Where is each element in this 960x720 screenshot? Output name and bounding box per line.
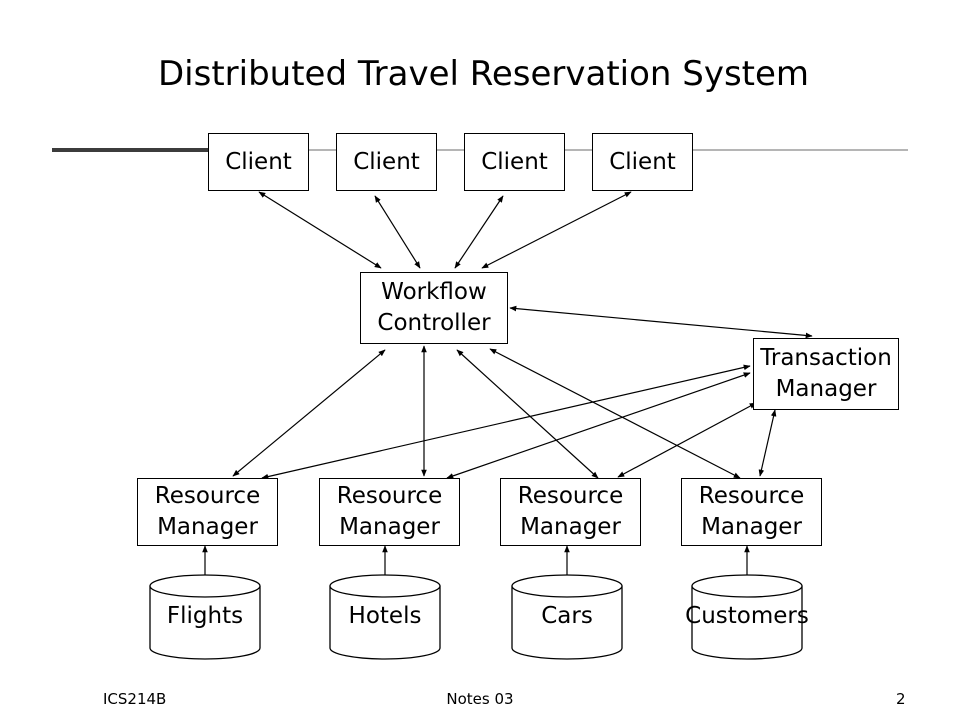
arrow-workflow-rm1 xyxy=(232,349,386,477)
transaction-manager-box: Transaction Manager xyxy=(753,338,899,410)
resource-manager-box-3: Resource Manager xyxy=(500,478,641,546)
transaction-manager-line2: Manager xyxy=(775,376,877,402)
title-rule-light xyxy=(228,149,908,151)
arrow-transaction-rm4 xyxy=(758,409,777,477)
client-label: Client xyxy=(225,148,292,175)
arrow-transaction-rm3 xyxy=(617,402,757,478)
client-label: Client xyxy=(353,148,420,175)
resource-manager-line1: Resource xyxy=(336,483,443,509)
database-cylinder-hotels xyxy=(329,574,441,660)
client-box-3: Client xyxy=(464,133,565,191)
workflow-controller-line1: Workflow xyxy=(381,279,487,305)
arrow-workflow-transaction xyxy=(509,305,813,339)
resource-manager-line1: Resource xyxy=(517,483,624,509)
footer-notes: Notes 03 xyxy=(446,690,514,708)
client-box-1: Client xyxy=(208,133,309,191)
database-cylinder-customers xyxy=(691,574,803,660)
arrow-client3-workflow xyxy=(454,195,504,269)
database-label-cars: Cars xyxy=(541,603,593,629)
title-rule-dark xyxy=(52,148,228,152)
database-cylinder-flights xyxy=(149,574,261,660)
database-label-hotels: Hotels xyxy=(348,603,422,629)
resource-manager-box-4: Resource Manager xyxy=(681,478,822,546)
resource-manager-line1: Resource xyxy=(698,483,805,509)
transaction-manager-line1: Transaction xyxy=(760,345,892,371)
workflow-controller-line2: Controller xyxy=(377,310,491,336)
client-box-2: Client xyxy=(336,133,437,191)
client-box-4: Client xyxy=(592,133,693,191)
footer-course: ICS214B xyxy=(103,690,167,708)
slide-title: Distributed Travel Reservation System xyxy=(158,54,810,94)
arrow-client1-workflow xyxy=(258,191,382,269)
client-label: Client xyxy=(609,148,676,175)
workflow-controller-box: Workflow Controller xyxy=(360,272,508,344)
resource-manager-line2: Manager xyxy=(339,514,440,540)
arrow-workflow-rm3 xyxy=(456,349,599,479)
resource-manager-box-1: Resource Manager xyxy=(137,478,278,546)
resource-manager-line2: Manager xyxy=(701,514,802,540)
database-cylinder-cars xyxy=(511,574,623,660)
resource-manager-line1: Resource xyxy=(154,483,261,509)
arrow-client2-workflow xyxy=(374,195,421,269)
database-label-flights: Flights xyxy=(166,603,244,629)
resource-manager-line2: Manager xyxy=(520,514,621,540)
arrow-client4-workflow xyxy=(481,191,632,269)
database-label-customers: Customers xyxy=(685,603,809,629)
resource-manager-line2: Manager xyxy=(157,514,258,540)
resource-manager-box-2: Resource Manager xyxy=(319,478,460,546)
arrow-transaction-rm1 xyxy=(261,364,751,480)
arrow-transaction-rm2 xyxy=(446,372,751,479)
client-label: Client xyxy=(481,148,548,175)
footer-page-number: 2 xyxy=(896,690,906,708)
